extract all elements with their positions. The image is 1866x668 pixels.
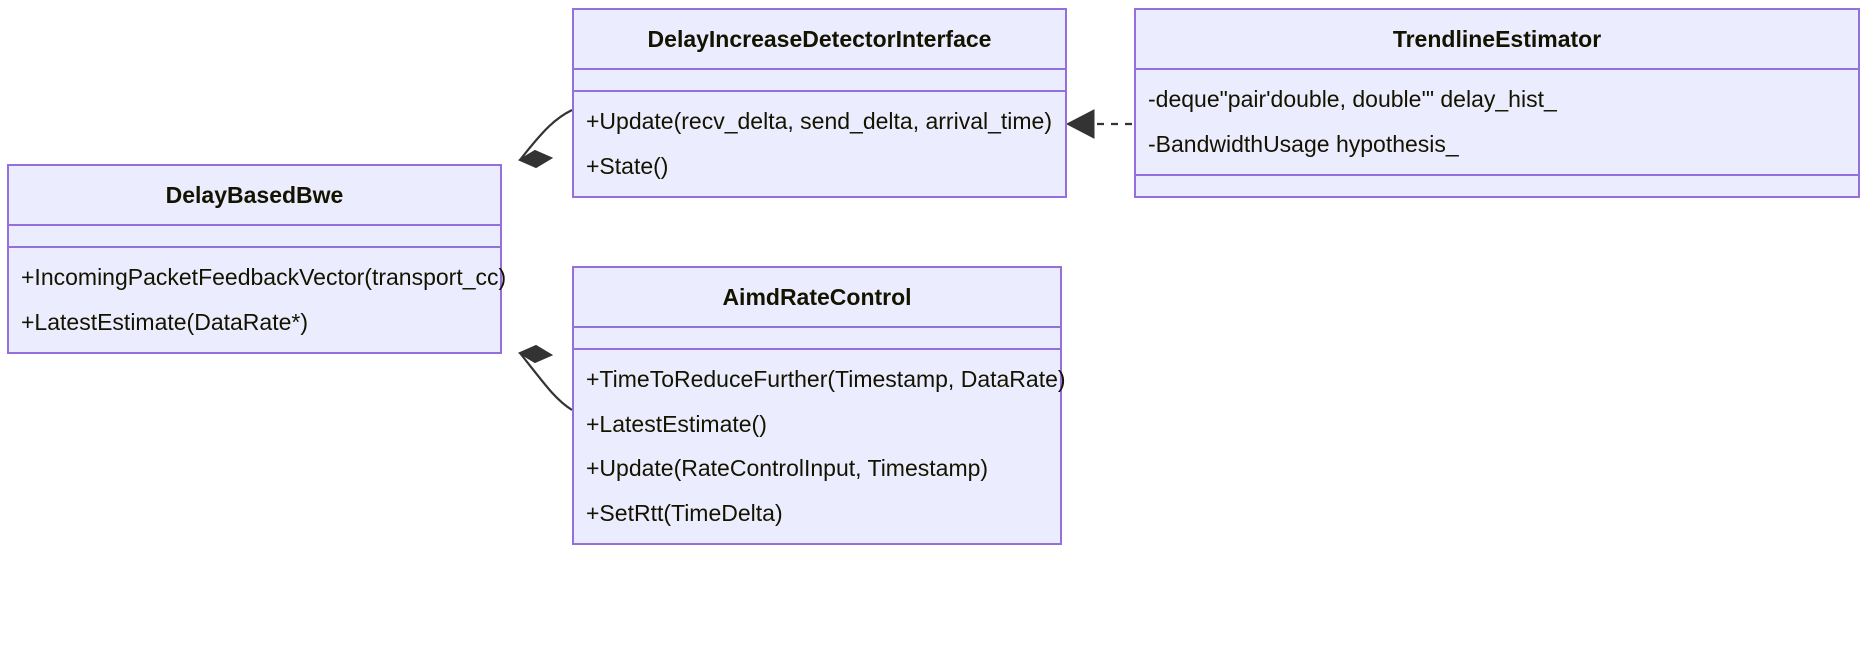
class-method: +Update(recv_delta, send_delta, arrival_… [586, 108, 1052, 135]
class-attributes-section: -deque"pair'double, double'" delay_hist_… [1136, 68, 1858, 174]
class-attribute: -deque"pair'double, double'" delay_hist_ [1148, 86, 1557, 113]
class-title: DelayIncreaseDetectorInterface [647, 26, 992, 52]
class-methods-section: +IncomingPacketFeedbackVector(transport_… [9, 246, 507, 352]
class-attributes-section [9, 224, 500, 246]
class-attribute: -BandwidthUsage hypothesis_ [1148, 130, 1459, 157]
class-attributes-section [574, 68, 1065, 90]
class-method: +State() [586, 152, 669, 179]
class-attributes-section [574, 326, 1060, 348]
class-method: +IncomingPacketFeedbackVector(transport_… [21, 264, 507, 291]
edge-delaybasedbwe-to-delayincreasedetectorinterface [517, 109, 573, 169]
edge-trendlineestimator-to-delayincreasedetectorinterface [1065, 109, 1132, 139]
class-methods-section: +TimeToReduceFurther(Timestamp, DataRate… [574, 348, 1066, 543]
class-box-aimdratecontrol[interactable]: AimdRateControl +TimeToReduceFurther(Tim… [572, 266, 1066, 546]
class-method: +LatestEstimate(DataRate*) [21, 308, 308, 335]
empty-methods-placeholder [1136, 176, 1858, 194]
empty-attributes-placeholder [574, 328, 1060, 346]
class-methods-section: +Update(recv_delta, send_delta, arrival_… [574, 90, 1065, 196]
filled-diamond-marker [517, 149, 554, 169]
class-methods-section [1136, 174, 1858, 196]
filled-diamond-marker [517, 344, 554, 364]
class-method: +TimeToReduceFurther(Timestamp, DataRate… [586, 366, 1066, 393]
class-title: DelayBasedBwe [165, 182, 344, 208]
empty-attributes-placeholder [9, 226, 500, 244]
class-box-delaybasedbwe[interactable]: DelayBasedBwe +IncomingPacketFeedbackVec… [7, 164, 507, 355]
class-title: TrendlineEstimator [1392, 26, 1602, 52]
class-box-trendlineestimator[interactable]: TrendlineEstimator -deque"pair'double, d… [1134, 8, 1860, 199]
class-box-delayincreasedetectorinterface[interactable]: DelayIncreaseDetectorInterface +Update(r… [572, 8, 1067, 199]
class-method: +Update(RateControlInput, Timestamp) [586, 455, 989, 482]
class-title: AimdRateControl [722, 284, 912, 310]
class-method: +LatestEstimate() [586, 410, 767, 437]
class-method: +SetRtt(TimeDelta) [586, 499, 783, 526]
empty-attributes-placeholder [574, 70, 1065, 88]
edge-delaybasedbwe-to-aimdratecontrol [517, 344, 573, 411]
filled-triangle-marker [1065, 109, 1095, 139]
